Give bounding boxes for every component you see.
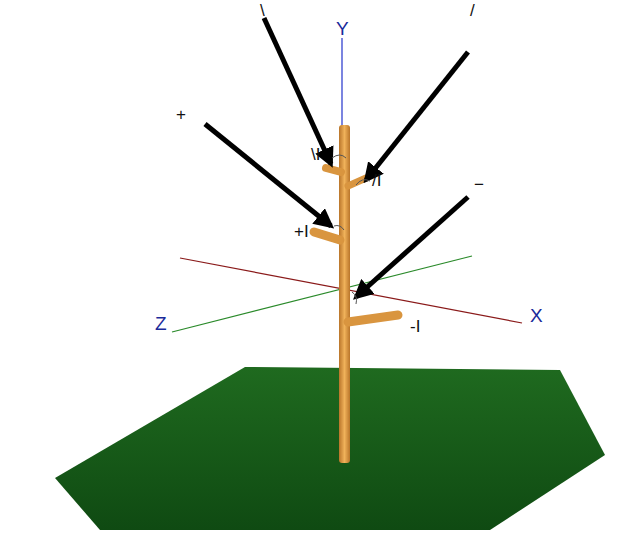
- z-axis: [172, 256, 472, 332]
- branch-label: /I: [372, 172, 381, 189]
- turn-symbol: \: [260, 2, 265, 19]
- turn-symbol: +: [176, 106, 186, 123]
- pointer-arrows: [205, 18, 468, 297]
- ground: [55, 367, 605, 530]
- turn-symbol: −: [474, 176, 484, 193]
- branch-label: -I: [410, 318, 420, 335]
- x-axis: [180, 258, 522, 323]
- axis-label: Z: [155, 314, 167, 333]
- branch-label: +I: [294, 223, 309, 240]
- angle-marks: [332, 155, 370, 304]
- axis-label: Y: [336, 19, 349, 38]
- axis-label: X: [530, 306, 543, 325]
- turn-symbol: /: [470, 2, 475, 19]
- branch-label: \I: [311, 146, 320, 163]
